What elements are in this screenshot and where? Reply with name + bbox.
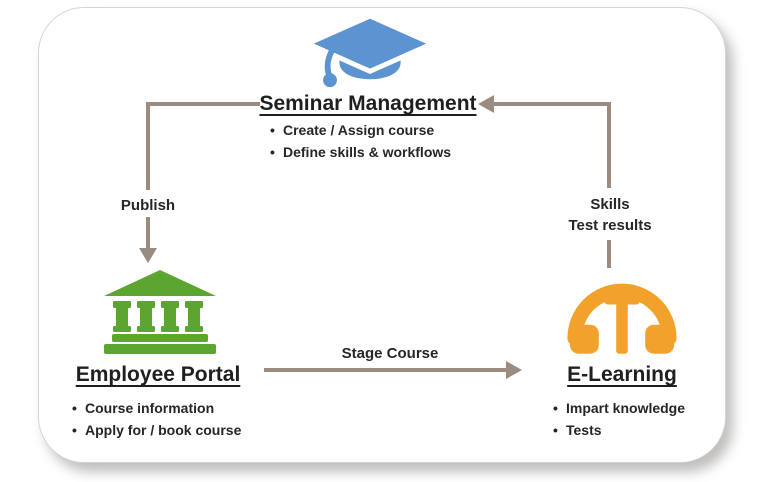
edge-label-publish: Publish xyxy=(120,197,176,214)
bullet-text: Tests xyxy=(566,422,602,438)
bullet-text: Apply for / book course xyxy=(85,422,242,438)
bullet-icon: • xyxy=(553,422,558,438)
list-item: • Impart knowledge xyxy=(553,397,685,419)
graduation-cap-icon xyxy=(305,15,435,94)
publish-edge-horizontal-line xyxy=(146,102,260,106)
skills-edge-vertical-line-2 xyxy=(607,240,611,268)
edge-label-line: Test results xyxy=(568,217,652,234)
edge-label-stage-course: Stage Course xyxy=(341,345,439,362)
bank-building-icon xyxy=(100,270,220,356)
list-item: • Define skills & workflows xyxy=(270,141,451,163)
bullet-icon: • xyxy=(553,400,558,416)
bullet-text: Define skills & workflows xyxy=(283,144,452,160)
publish-edge-vertical-line xyxy=(146,102,150,190)
headphones-icon xyxy=(566,278,678,356)
publish-edge-vertical-line-2 xyxy=(146,217,150,248)
bullet-icon: • xyxy=(270,122,275,138)
arrow-left-icon xyxy=(478,95,494,113)
bullet-text: Impart knowledge xyxy=(566,400,686,416)
skills-edge-vertical-line xyxy=(607,102,611,188)
edge-label-line: Skills xyxy=(590,196,630,213)
node-title-e-learning: E-Learning xyxy=(567,363,677,386)
stage-course-edge-line xyxy=(264,368,506,372)
node-title-employee-portal: Employee Portal xyxy=(75,363,241,386)
list-item: • Create / Assign course xyxy=(270,119,451,141)
edge-label-skills-test-results: Skills Test results xyxy=(549,194,671,236)
list-item: • Apply for / book course xyxy=(72,419,241,441)
arrow-down-icon xyxy=(139,248,157,263)
arrow-right-icon xyxy=(506,361,522,379)
e-learning-bullets: • Impart knowledge • Tests xyxy=(553,397,685,441)
list-item: • Course information xyxy=(72,397,241,419)
bullet-icon: • xyxy=(72,422,77,438)
diagram-card xyxy=(38,7,726,463)
bullet-text: Create / Assign course xyxy=(283,122,435,138)
bullet-icon: • xyxy=(72,400,77,416)
node-title-seminar-management: Seminar Management xyxy=(259,92,477,115)
bullet-icon: • xyxy=(270,144,275,160)
employee-portal-bullets: • Course information • Apply for / book co… xyxy=(72,397,241,441)
seminar-management-bullets: • Create / Assign course • Define skills &… xyxy=(270,119,451,163)
list-item: • Tests xyxy=(553,419,685,441)
skills-edge-horizontal-line xyxy=(494,102,611,106)
bullet-text: Course information xyxy=(85,400,215,416)
